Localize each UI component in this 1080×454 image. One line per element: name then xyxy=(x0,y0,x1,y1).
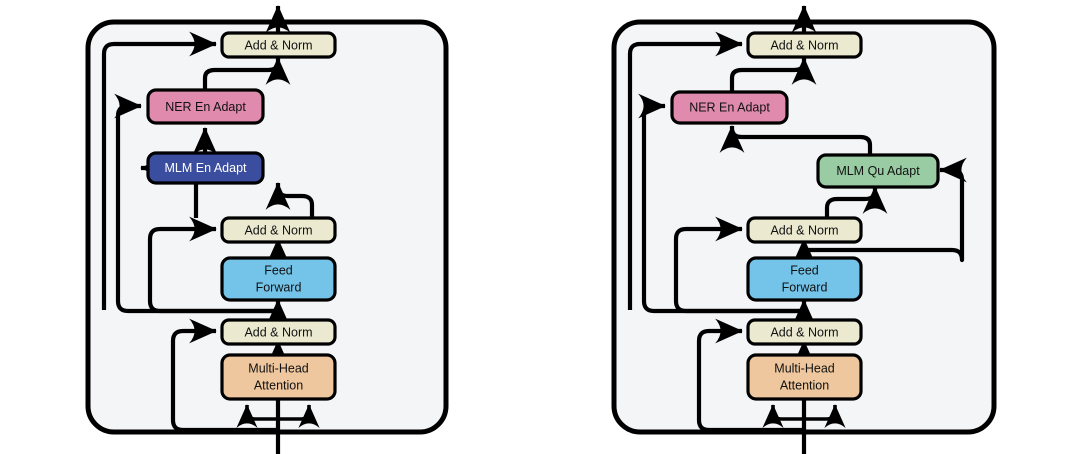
right-residual-topskip xyxy=(627,31,743,310)
l-feed-forward-box[interactable] xyxy=(220,256,337,302)
r-add-norm-bot-label: Add & Norm xyxy=(770,325,838,339)
node-l-attention[interactable]: Multi-Head Attention xyxy=(220,353,337,401)
right-attn-query-arrow xyxy=(762,404,804,429)
l-mlm-adapt-label: MLM En Adapt xyxy=(165,161,248,175)
l-attention-label-line1: Multi-Head xyxy=(248,361,308,375)
node-l-add-norm-top[interactable]: Add & Norm xyxy=(220,31,337,59)
l-mlm-adapt-box[interactable] xyxy=(146,151,265,185)
node-r-feed-forward[interactable]: Feed Forward xyxy=(746,256,863,302)
right-attn-key-arrow xyxy=(804,404,846,429)
right-residual-into-mlm-right xyxy=(804,157,967,263)
right-addnorm-mid-to-mlm xyxy=(824,186,888,218)
node-l-mlm-adapt[interactable]: MLM En Adapt xyxy=(146,151,265,185)
r-add-norm-bot-box[interactable] xyxy=(746,318,863,346)
l-add-norm-bot-box[interactable] xyxy=(220,318,337,346)
r-ner-adapt-label: NER En Adapt xyxy=(689,100,770,114)
r-mlm-adapt-label: MLM Qu Adapt xyxy=(836,164,920,178)
left-residual-topskip xyxy=(101,31,217,310)
right-panel: Add & Norm NER En Adapt MLM Qu Adapt Add… xyxy=(611,5,997,454)
r-feed-forward-box[interactable] xyxy=(746,256,863,302)
r-add-norm-mid-label: Add & Norm xyxy=(770,223,838,237)
node-l-add-norm-bot[interactable]: Add & Norm xyxy=(220,318,337,346)
l-add-norm-top-box[interactable] xyxy=(220,31,337,59)
l-add-norm-bot-label: Add & Norm xyxy=(244,325,312,339)
node-r-attention[interactable]: Multi-Head Attention xyxy=(746,353,863,401)
node-r-add-norm-bot[interactable]: Add & Norm xyxy=(746,318,863,346)
left-attn-query-arrow xyxy=(236,404,278,429)
right-ner-to-addnorm-top xyxy=(729,57,817,92)
right-residual-attention xyxy=(696,318,804,433)
r-add-norm-top-box[interactable] xyxy=(746,31,863,59)
l-attention-box[interactable] xyxy=(220,353,337,401)
l-ner-adapt-box[interactable] xyxy=(146,88,265,125)
r-feed-forward-label-line1: Feed xyxy=(790,263,819,277)
left-ner-to-addnorm-top xyxy=(202,57,291,90)
l-feed-forward-label-line2: Forward xyxy=(256,280,302,294)
r-attention-box[interactable] xyxy=(746,353,863,401)
l-feed-forward-label-line1: Feed xyxy=(264,263,293,277)
left-residual-to-ner xyxy=(114,93,278,314)
left-addnorm-mid-to-mlm xyxy=(265,182,315,218)
node-l-feed-forward[interactable]: Feed Forward xyxy=(220,256,337,302)
left-residual-attention xyxy=(170,318,278,433)
l-add-norm-top-label: Add & Norm xyxy=(244,38,312,52)
r-mlm-adapt-box[interactable] xyxy=(816,153,940,189)
node-r-ner-adapt[interactable]: NER En Adapt xyxy=(670,90,789,125)
l-add-norm-mid-label: Add & Norm xyxy=(244,223,312,237)
r-feed-forward-label-line2: Forward xyxy=(782,280,828,294)
node-l-add-norm-mid[interactable]: Add & Norm xyxy=(220,216,337,244)
r-attention-label-line2: Attention xyxy=(780,378,829,392)
left-panel: Add & Norm NER En Adapt MLM En Adapt Add… xyxy=(85,5,449,454)
node-l-ner-adapt[interactable]: NER En Adapt xyxy=(146,88,265,125)
r-attention-label-line1: Multi-Head xyxy=(774,361,834,375)
r-ner-adapt-box[interactable] xyxy=(670,90,789,125)
node-r-add-norm-top[interactable]: Add & Norm xyxy=(746,31,863,59)
right-mlm-to-ner xyxy=(719,125,873,155)
node-r-add-norm-mid[interactable]: Add & Norm xyxy=(746,216,863,244)
right-residual-to-ner xyxy=(638,93,804,314)
r-add-norm-top-label: Add & Norm xyxy=(770,38,838,52)
r-add-norm-mid-box[interactable] xyxy=(746,216,863,244)
l-attention-label-line2: Attention xyxy=(254,378,303,392)
l-add-norm-mid-box[interactable] xyxy=(220,216,337,244)
left-attn-key-arrow xyxy=(278,404,320,429)
l-ner-adapt-label: NER En Adapt xyxy=(165,100,246,114)
node-r-mlm-adapt[interactable]: MLM Qu Adapt xyxy=(816,153,940,189)
